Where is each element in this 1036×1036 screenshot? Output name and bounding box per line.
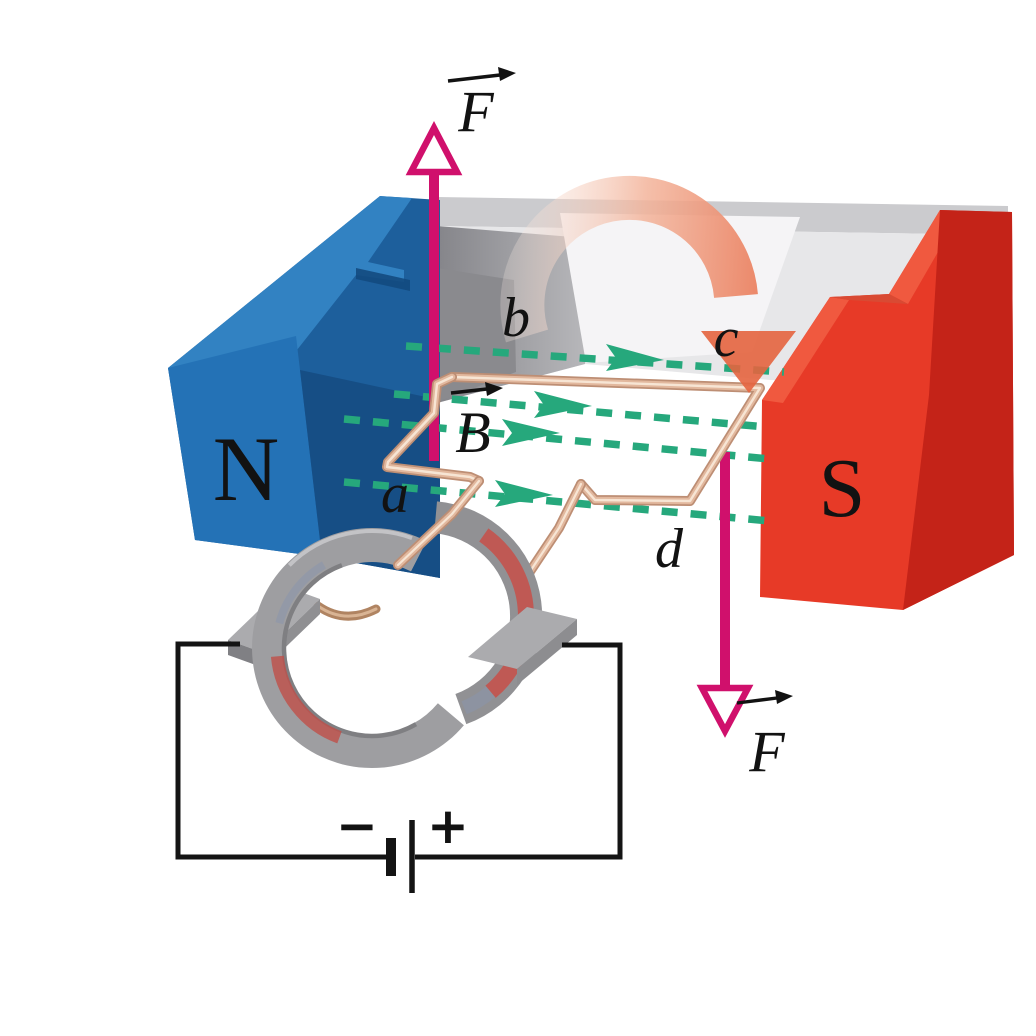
force-arrow-down — [696, 452, 754, 738]
force-label-bottom-text: F — [748, 719, 785, 784]
commutator-front-inner-shadow — [281, 563, 418, 739]
loop-corner-label-b: b — [502, 287, 530, 349]
field-line-2 — [393, 390, 767, 431]
vector-accent-arrow — [736, 690, 793, 705]
field-arrowhead — [534, 391, 592, 418]
magnet-south-notch — [830, 294, 908, 304]
wire-stroke — [396, 479, 481, 567]
force-label-top: F — [447, 67, 516, 144]
loop-corner-label-c: c — [714, 307, 739, 369]
commutator — [228, 476, 577, 769]
rotation-arrow-arc — [500, 175, 758, 343]
force-arrow-up-head — [405, 120, 463, 176]
field-line-4 — [343, 478, 771, 525]
field-lines — [343, 342, 785, 525]
vector-accent-arrow — [447, 67, 516, 83]
battery — [386, 820, 415, 893]
commutator-back-reflection-blue — [461, 686, 496, 715]
vector-accent-arrow — [450, 382, 503, 396]
field-label: B — [450, 382, 503, 465]
south-pole-label: S — [819, 442, 866, 535]
battery-plus-label: + — [427, 797, 469, 855]
inner-wire — [313, 601, 381, 621]
loop-corner-label-a: a — [381, 463, 409, 525]
field-arrowhead — [495, 480, 553, 507]
commutator-front-reflection-red — [270, 655, 342, 744]
brush-right — [468, 607, 577, 685]
force-label-top-text: F — [457, 79, 494, 144]
circuit — [175, 641, 623, 893]
magnet-north-top-face — [168, 196, 412, 369]
rotation-arrow-head — [701, 331, 796, 393]
field-arrowhead — [502, 419, 560, 446]
circuit-wire-right — [415, 642, 623, 860]
commutator-front-rim-highlight — [287, 529, 413, 567]
brush-right-front — [517, 619, 577, 685]
magnet-north-notch — [356, 268, 410, 291]
magnet-north: N — [168, 196, 440, 578]
yoke-shadow-core — [437, 268, 516, 402]
commutator-front-reflection-blue — [275, 561, 327, 625]
wire-stroke — [450, 375, 762, 503]
wire-stroke — [385, 375, 481, 483]
force-label-bottom: F — [736, 690, 793, 784]
field-label-text: B — [455, 400, 490, 465]
circuit-wire-left — [175, 641, 386, 860]
force-arrow-down-head — [696, 684, 754, 738]
loop-corner-label-d: d — [655, 518, 684, 580]
magnet-south-side-face — [903, 210, 1014, 610]
field-arrowhead — [606, 344, 664, 371]
field-line-1 — [405, 342, 785, 376]
loop-wire-front — [382, 372, 484, 486]
magnet-north-front-face — [168, 336, 322, 557]
loop-wire-back — [447, 372, 765, 506]
magnet-south-top-face-1 — [762, 297, 849, 403]
loop-lead-left — [393, 476, 484, 570]
brush-right-top — [468, 607, 577, 669]
magnet-south: S — [760, 210, 1014, 610]
wire-stroke — [316, 604, 378, 618]
north-pole-label: N — [213, 418, 279, 520]
battery-minus-label: − — [336, 797, 378, 855]
field-line-3 — [343, 415, 771, 463]
